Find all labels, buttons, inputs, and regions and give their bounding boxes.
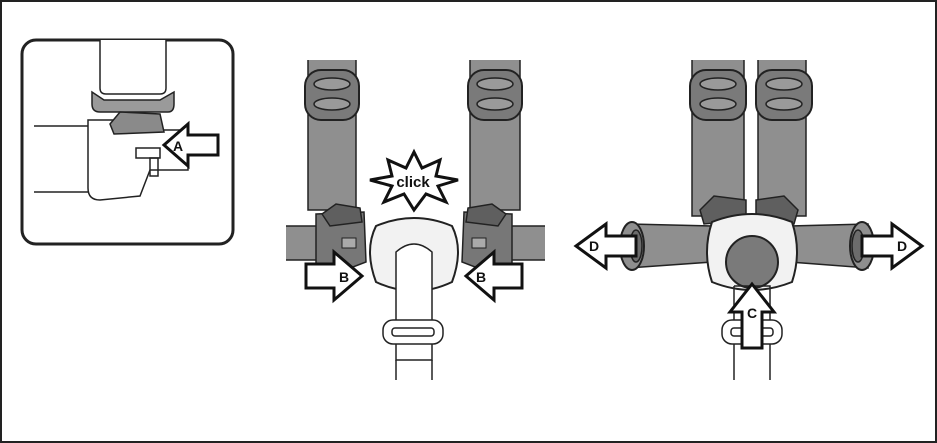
arrow-b-right bbox=[463, 248, 524, 304]
arrow-b-left bbox=[304, 248, 365, 304]
right-illustration: C D D bbox=[573, 60, 925, 380]
left-tongue-tab bbox=[320, 203, 363, 227]
inset-slot-1 bbox=[135, 147, 161, 159]
crotch-clip bbox=[382, 319, 444, 345]
label-b-right: B bbox=[476, 269, 486, 285]
arrow-c bbox=[726, 281, 778, 350]
left-shoulder-pad-2 bbox=[689, 69, 747, 121]
inset-panel: A bbox=[20, 38, 235, 246]
right-tongue-tab bbox=[465, 203, 508, 227]
label-click: click bbox=[396, 174, 430, 191]
inset-upper-strap bbox=[99, 40, 167, 95]
inset-slot-2 bbox=[149, 157, 159, 177]
label-d-left: D bbox=[589, 238, 599, 254]
arrow-d-right bbox=[860, 221, 925, 271]
arrow-d-left bbox=[573, 221, 638, 271]
right-shoulder-pad-2 bbox=[755, 69, 813, 121]
right-shoulder-pad bbox=[467, 69, 523, 121]
left-shoulder-pad bbox=[304, 69, 360, 121]
label-a: A bbox=[173, 138, 183, 154]
inset-release-tab bbox=[109, 111, 165, 135]
label-c: C bbox=[747, 305, 757, 321]
inset-tongue bbox=[91, 90, 175, 113]
middle-illustration: click B B bbox=[286, 60, 545, 380]
label-b-left: B bbox=[339, 269, 349, 285]
click-burst bbox=[369, 148, 459, 213]
release-button bbox=[725, 235, 779, 289]
label-d-right: D bbox=[897, 238, 907, 254]
arrow-a bbox=[161, 120, 220, 170]
